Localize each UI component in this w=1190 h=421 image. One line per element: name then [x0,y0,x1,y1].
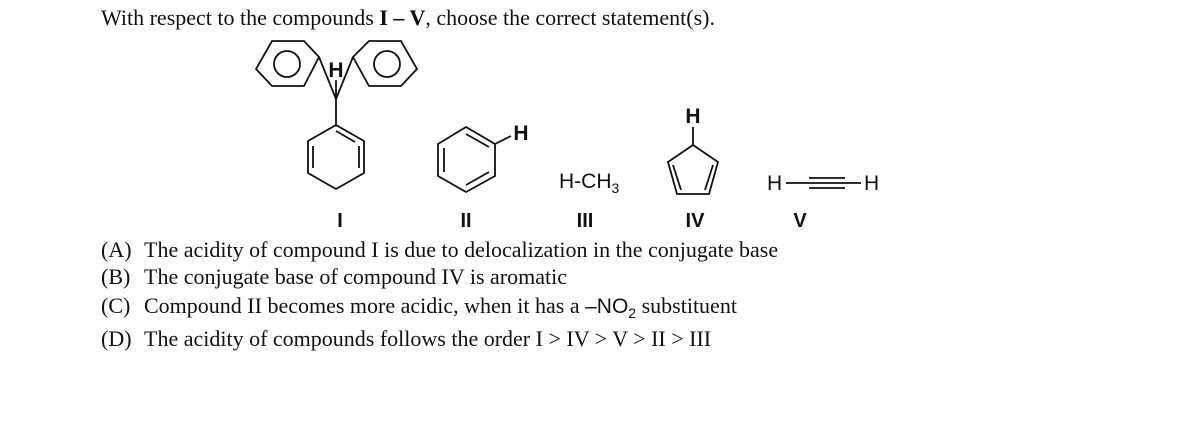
option-d: (D) The acidity of compounds follows the … [101,326,711,352]
compound-label-I: I [337,210,343,232]
option-letter: (D) [101,326,132,351]
structure-cyclopentadiene [666,127,720,195]
bond-left [318,56,337,100]
structure-benzene [437,125,512,194]
h-atom-I: H [328,59,343,82]
option-text: The conjugate base of compound IV is aro… [144,264,567,289]
option-b: (B) The conjugate base of compound IV is … [101,264,567,290]
h-atom-IV: H [685,105,700,128]
option-text: The acidity of compounds follows the ord… [144,326,712,351]
compound-range: I – V [379,5,426,30]
benzene-ring [437,125,496,194]
chemical-structures: H H H H-CH3 H H I II III IV V [254,40,879,232]
benzene-ring-bottom [307,123,365,191]
bond-c-h [494,135,512,145]
five-membered-ring [666,143,720,195]
structure-triphenylmethane [254,40,419,191]
benzene-ring-right [351,40,419,87]
methane-label: H-CH3 [559,170,620,196]
h-atom-V-left: H [767,172,782,195]
compound-label-II: II [460,210,471,232]
option-text: Compound II becomes more acidic, when it… [144,293,586,318]
compound-label-V: V [793,210,807,232]
h-atom-II: H [513,122,528,145]
question-suffix: , choose the correct statement(s). [425,5,715,30]
bond-right [335,56,354,100]
option-letter: (B) [101,264,131,289]
option-c: (C) Compound II becomes more acidic, when… [101,293,737,326]
option-letter: (C) [101,293,131,318]
option-text: The acidity of compound I is due to delo… [144,237,779,262]
structure-acetylene [786,177,861,189]
option-a: (A) The acidity of compound I is due to d… [101,237,778,263]
compound-label-IV: IV [686,210,706,232]
compound-label-III: III [577,210,594,232]
question-text: With respect to the compounds I – V, cho… [101,4,715,32]
nitro-group: –NO2 [585,295,637,322]
question-prefix: With respect to the compounds [101,5,380,30]
benzene-ring-left [254,40,321,87]
option-letter: (A) [101,237,132,262]
h-atom-V-right: H [864,172,879,195]
option-text-end: substituent [636,293,737,318]
